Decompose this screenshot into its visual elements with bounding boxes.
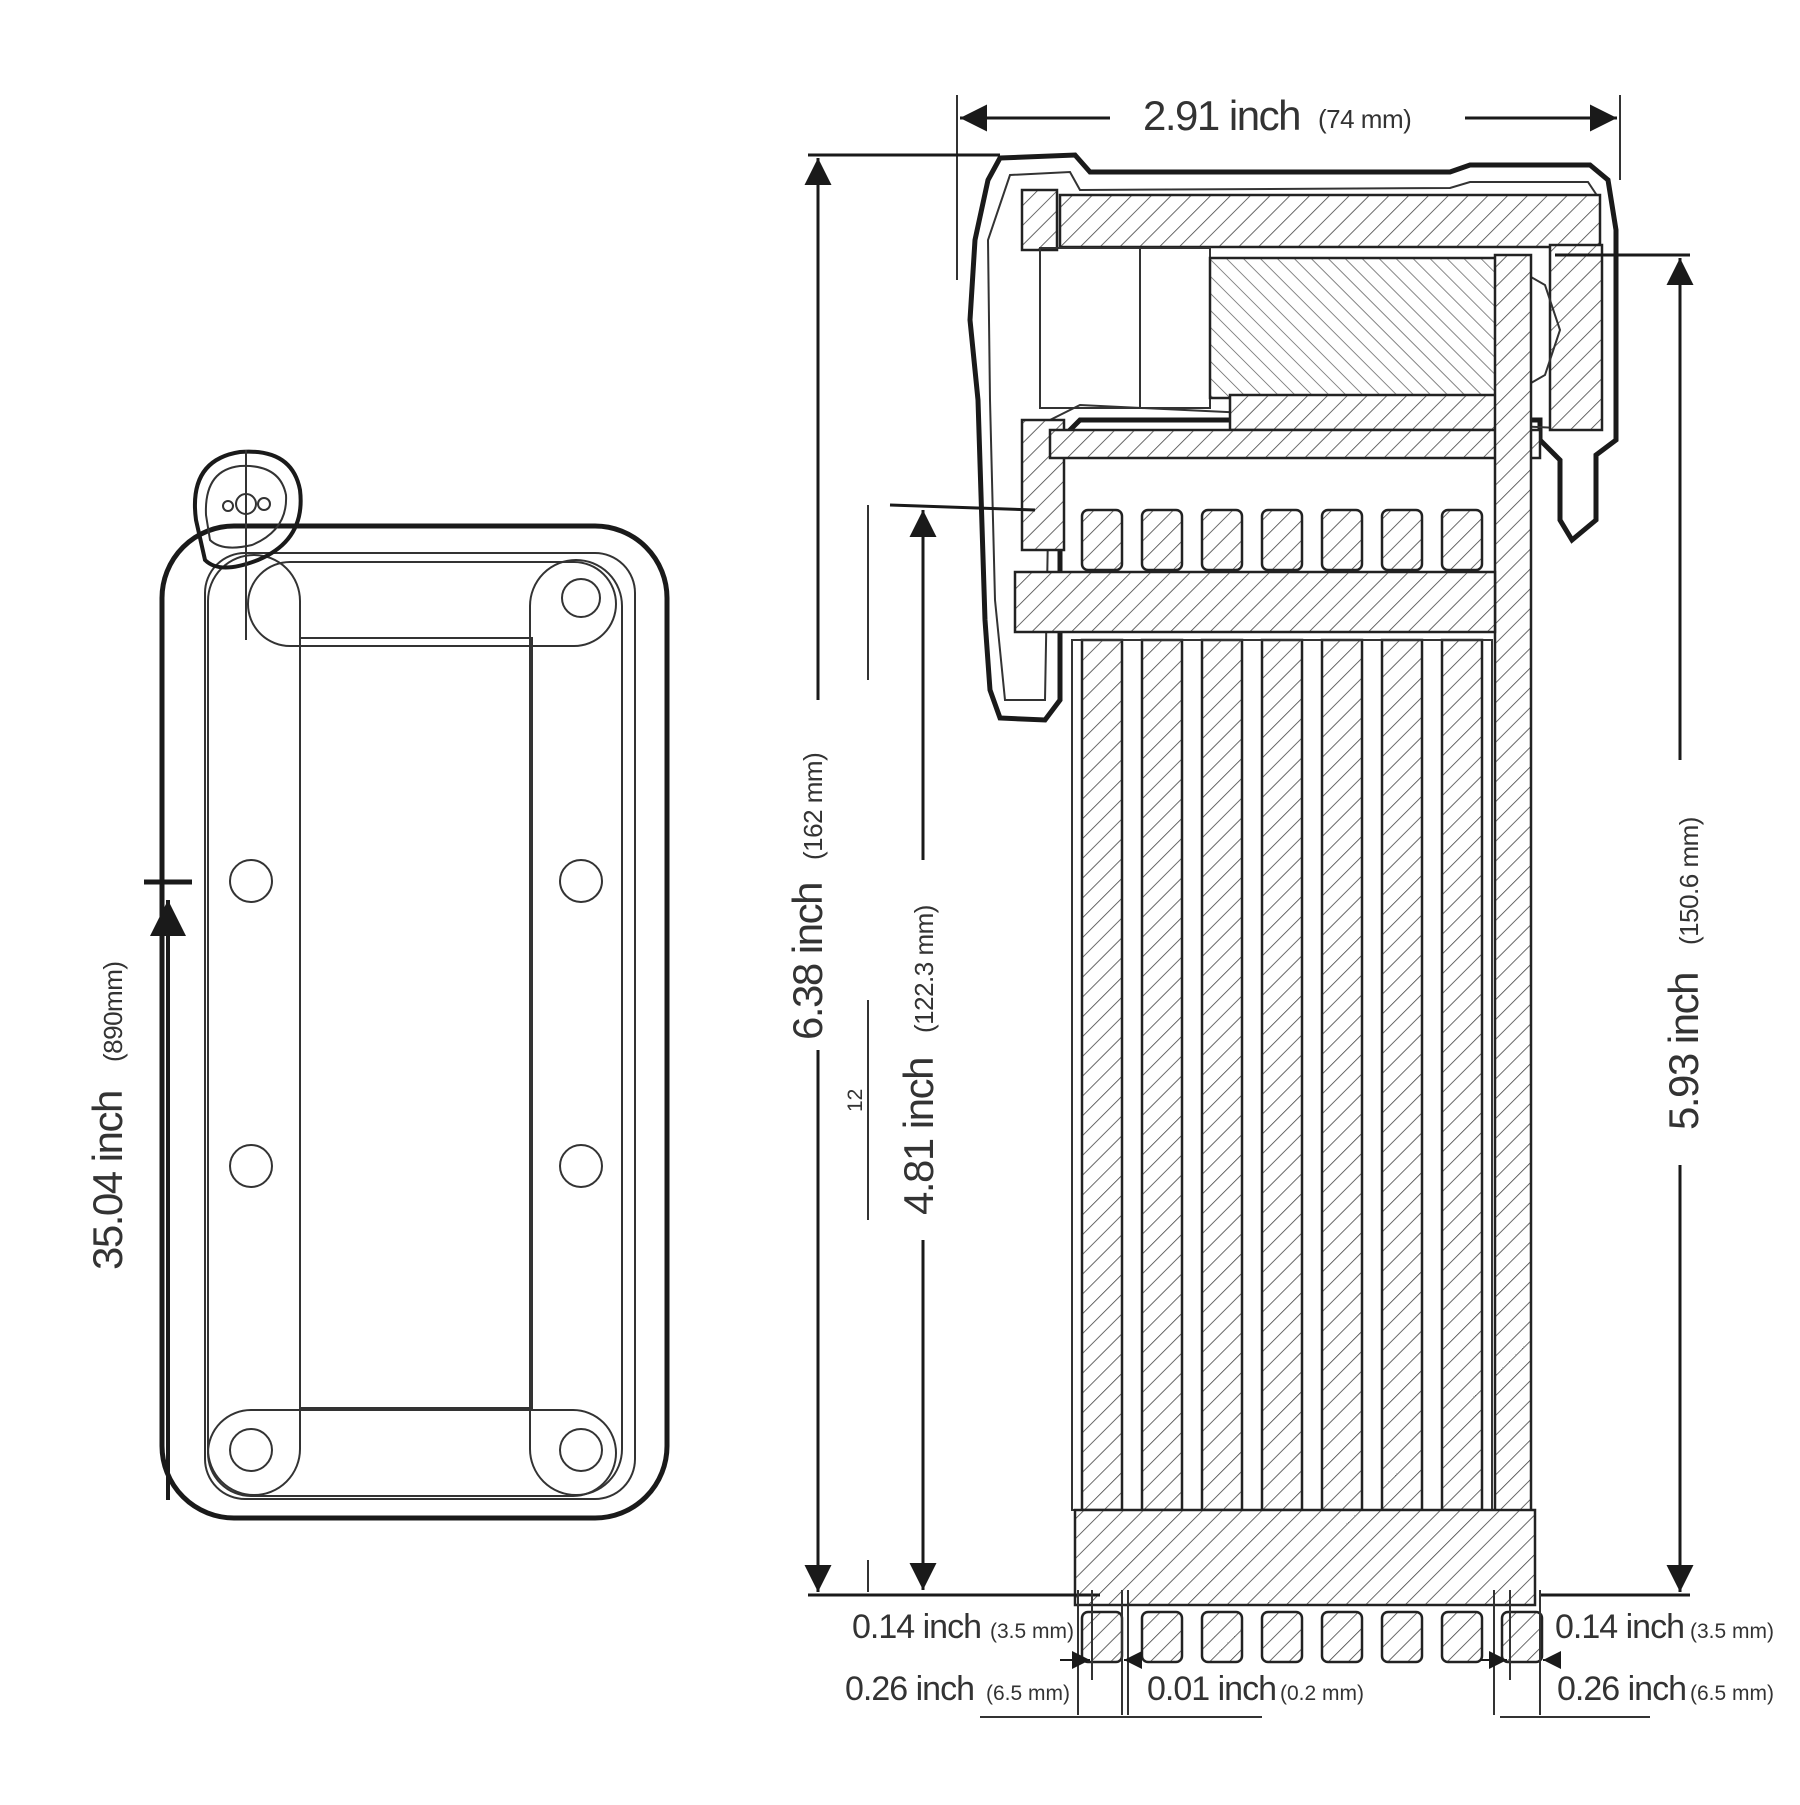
lock-head-icon — [193, 449, 303, 640]
rivet — [561, 578, 601, 618]
total-height-unit-label: (162 mm) — [798, 753, 828, 860]
gap-value-label: 0.01 inch — [1147, 1670, 1276, 1708]
rivet — [559, 1144, 603, 1188]
inner-height-value-label: 5.93 inch — [1660, 973, 1707, 1130]
left-bar-width-value-label: 0.26 inch — [845, 1670, 974, 1708]
right-thickness-value-label: 0.14 inch — [1555, 1608, 1684, 1646]
housing-left-wall — [1020, 188, 1059, 252]
rivet — [229, 859, 273, 903]
top-knuckle-row — [1080, 508, 1484, 572]
right-bar-width-unit-label: (6.5 mm) — [1690, 1682, 1774, 1705]
width-value-label: 2.91 inch — [1143, 92, 1300, 139]
inner-height-unit-label: (150.6 mm) — [1674, 817, 1704, 945]
rivet — [559, 859, 603, 903]
rivet — [229, 1428, 273, 1472]
shackle-rail — [1493, 253, 1533, 1582]
side-mark-label: 12 — [844, 1089, 867, 1112]
lock-cylinder — [1039, 247, 1562, 432]
right-thickness-unit-label: (3.5 mm) — [1690, 1620, 1774, 1643]
bottom-link-block — [1073, 1508, 1537, 1607]
bar-height-value-label: 4.81 inch — [895, 1058, 942, 1215]
rivet — [229, 1144, 273, 1188]
folded-lock-section — [967, 152, 1619, 1664]
bar-link-right — [529, 559, 623, 1496]
housing-top-plate — [1058, 193, 1602, 249]
unfolded-lock-view: 35.04 inch (890mm) — [84, 449, 670, 1521]
width-unit-label: (74 mm) — [1318, 104, 1411, 134]
lock-loop-inner-outline — [204, 552, 636, 1500]
left-thickness-value-label: 0.14 inch — [852, 1608, 981, 1646]
length-value-label: 35.04 inch — [84, 1091, 131, 1270]
left-bar-width-unit-label: (6.5 mm) — [986, 1682, 1070, 1705]
right-bar-width-value-label: 0.26 inch — [1557, 1670, 1686, 1708]
folded-bars — [1071, 638, 1493, 1512]
gap-unit-label: (0.2 mm) — [1280, 1682, 1364, 1705]
length-unit-label: (890mm) — [98, 961, 128, 1062]
lock-loop-outline — [159, 523, 670, 1521]
left-thickness-unit-label: (3.5 mm) — [990, 1620, 1074, 1643]
rivet — [559, 1428, 603, 1472]
bar-link-top — [247, 561, 617, 647]
rivets — [229, 578, 603, 1472]
bar-height-unit-label: (122.3 mm) — [909, 905, 939, 1033]
lock-housing-shell — [967, 152, 1619, 723]
housing-lower-rail — [1048, 428, 1542, 460]
top-link-block — [1013, 570, 1497, 634]
total-height-value-label: 6.38 inch — [784, 883, 831, 1040]
bar-link-left — [207, 554, 301, 1496]
bar-link-bottom — [207, 1409, 617, 1497]
housing-right-wall — [1548, 243, 1604, 432]
bottom-knuckle-row — [1080, 1610, 1544, 1664]
inner-frame — [299, 637, 533, 1409]
right-view-dimensions: 2.91 inch (74 mm) 6.38 inch (162 mm) 12 … — [784, 92, 1774, 1718]
